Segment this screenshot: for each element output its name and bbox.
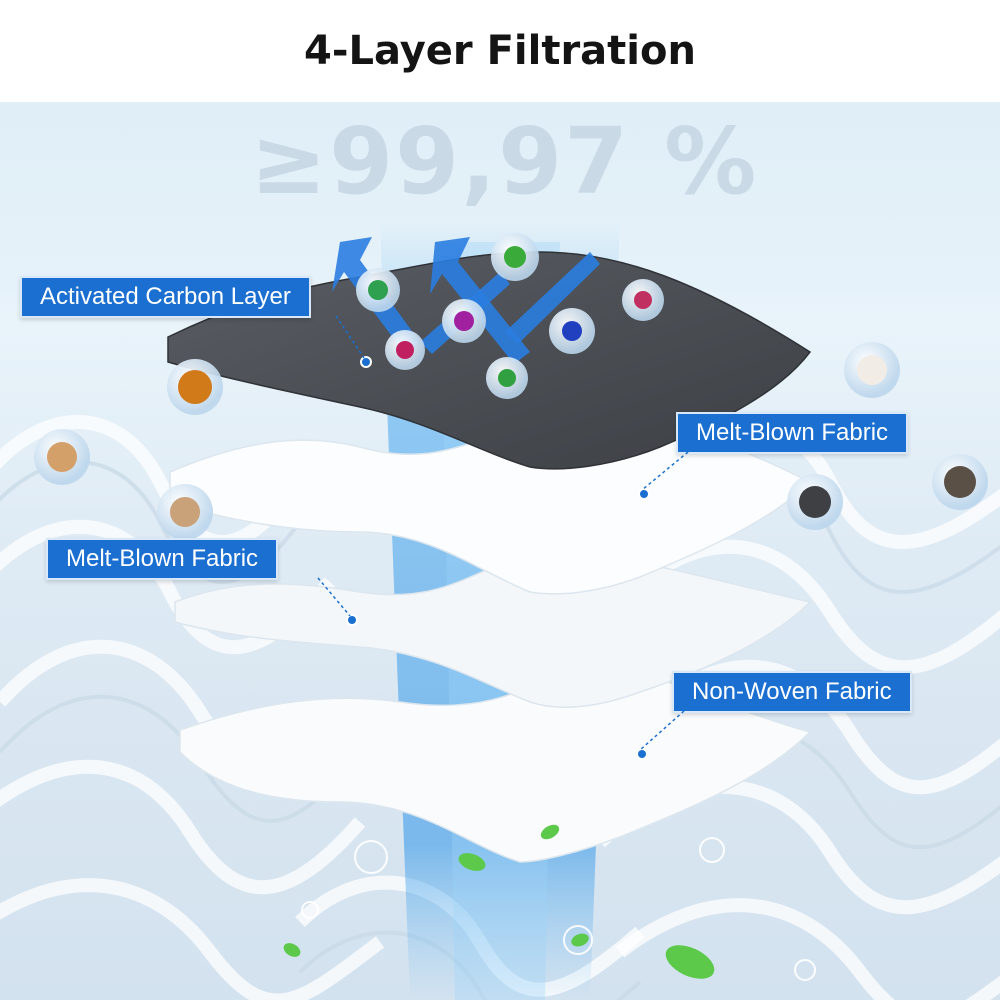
- air-bubbles: [301, 837, 816, 981]
- label-melt-blown-fabric-1: Melt-Blown Fabric: [676, 412, 909, 454]
- pointer-dot: [360, 356, 372, 368]
- header: 4-Layer Filtration: [0, 0, 1000, 102]
- illustration: ≥99,97 % Activated Carbon Layer Melt-Blo…: [0, 102, 1000, 1000]
- label-non-woven-fabric: Non-Woven Fabric: [672, 671, 912, 713]
- pointer-dot: [638, 488, 650, 500]
- allergen-bubbles: [34, 342, 988, 540]
- germ-bubbles: [356, 233, 664, 399]
- page-title: 4-Layer Filtration: [304, 28, 696, 74]
- efficiency-stat: ≥99,97 %: [250, 108, 759, 215]
- label-melt-blown-fabric-2: Melt-Blown Fabric: [46, 538, 279, 580]
- pointer-dot: [636, 748, 648, 760]
- leaf-decorations: [283, 824, 715, 979]
- label-activated-carbon-layer: Activated Carbon Layer: [20, 276, 311, 318]
- pointer-dot: [346, 614, 358, 626]
